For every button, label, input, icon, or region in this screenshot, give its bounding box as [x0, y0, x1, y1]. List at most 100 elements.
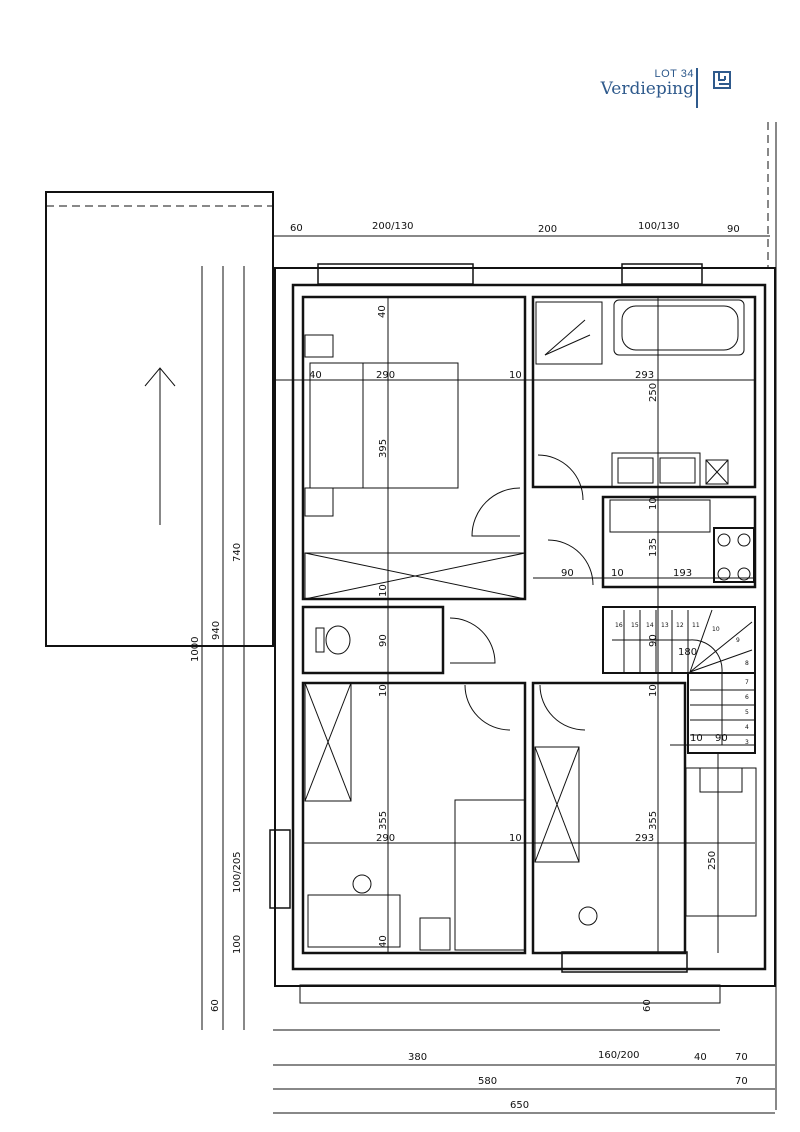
dim-label: 40 — [309, 370, 322, 381]
dim-label: 90 — [715, 733, 728, 744]
dim-label: 290 — [376, 370, 395, 381]
dimension-labels-left: 1000 940 740 100/205 100 60 — [190, 543, 243, 1012]
window — [621, 263, 703, 285]
dim-label: 60 — [290, 223, 303, 234]
dim-label: 355 — [378, 811, 389, 830]
dim-label: 290 — [376, 833, 395, 844]
roof-terrace — [45, 191, 274, 647]
step-number: 3 — [745, 739, 749, 746]
dim-label: 90 — [648, 634, 659, 647]
step-number: 16 — [615, 622, 623, 629]
stair-upper — [602, 606, 756, 674]
desk — [307, 894, 401, 948]
door — [449, 617, 496, 664]
dim-label: 90 — [378, 634, 389, 647]
dim-label: 200 — [538, 224, 557, 235]
dimension-labels-bottom: 380 160/200 40 70 580 70 650 — [408, 1050, 748, 1111]
step-number: 14 — [646, 622, 654, 629]
door — [464, 684, 511, 731]
toilet — [301, 605, 445, 675]
step-number: 12 — [676, 622, 684, 629]
dim-label: 70 — [735, 1052, 748, 1063]
dim-label: 293 — [635, 833, 654, 844]
dim-label: 200/130 — [372, 221, 414, 232]
outer-wall — [274, 267, 776, 987]
wardrobe — [304, 682, 352, 802]
dim-label: 70 — [735, 1076, 748, 1087]
window — [269, 829, 291, 909]
wardrobe — [534, 746, 580, 863]
dim-label: 90 — [727, 224, 740, 235]
step-number: 13 — [661, 622, 669, 629]
dim-label: 10 — [690, 733, 703, 744]
dim-label: 1000 — [190, 637, 201, 662]
dim-label: 10 — [378, 684, 389, 697]
dim-label: 10 — [648, 684, 659, 697]
dim-label: 940 — [211, 621, 222, 640]
stair-step-numbers: 16 15 14 13 12 11 10 9 8 7 6 5 4 3 — [615, 622, 749, 746]
header-divider — [696, 68, 698, 108]
dim-label: 40 — [378, 935, 389, 948]
step-number: 6 — [745, 694, 749, 701]
plan-lines — [45, 122, 777, 1114]
door — [539, 684, 586, 731]
bed — [454, 799, 526, 951]
dim-label: 355 — [648, 811, 659, 830]
step-number: 11 — [692, 622, 700, 629]
bedroom-1 — [301, 295, 527, 601]
dimension-labels-rooms: 40 40 290 10 293 250 395 10 135 90 10 19… — [309, 305, 728, 1012]
dimension-labels-top: 60 200/130 200 100/130 90 — [290, 221, 740, 235]
bed — [362, 362, 459, 489]
dim-label: 60 — [642, 999, 653, 1012]
door — [471, 487, 521, 537]
dim-label: 740 — [232, 543, 243, 562]
dim-label: 40 — [377, 305, 388, 318]
step-number: 8 — [745, 660, 749, 667]
plan-header: LOT 34 Verdieping — [601, 68, 694, 98]
step-number: 7 — [745, 679, 749, 686]
step-number: 9 — [736, 637, 740, 644]
dim-label: 193 — [673, 568, 692, 579]
dim-label: 10 — [611, 568, 624, 579]
dim-label: 180 — [678, 647, 697, 658]
bedroom-2 — [301, 681, 527, 955]
dim-label: 100/130 — [638, 221, 680, 232]
door — [537, 454, 584, 501]
dim-label: 10 — [648, 497, 659, 510]
dim-label: 580 — [478, 1076, 497, 1087]
step-number: 4 — [745, 724, 749, 731]
sink-counter — [611, 452, 701, 488]
dim-label: 100 — [232, 935, 243, 954]
dim-label: 160/200 — [598, 1050, 640, 1061]
shower — [535, 301, 603, 365]
dim-label: 293 — [635, 370, 654, 381]
floorplan-icon — [713, 71, 731, 89]
dim-label: 10 — [509, 833, 522, 844]
counter — [609, 499, 711, 533]
wardrobe — [304, 552, 526, 600]
dim-label: 100/205 — [232, 851, 243, 893]
step-number: 10 — [712, 626, 720, 633]
window — [317, 263, 474, 285]
dim-label: 395 — [378, 439, 389, 458]
dim-label: 380 — [408, 1052, 427, 1063]
dim-label: 250 — [648, 383, 659, 402]
dim-label: 40 — [694, 1052, 707, 1063]
bedroom-3 — [531, 681, 687, 955]
dim-label: 650 — [510, 1100, 529, 1111]
washer-dryer — [713, 527, 755, 583]
dim-label: 10 — [509, 370, 522, 381]
dim-label: 90 — [561, 568, 574, 579]
lot-number: LOT 34 — [654, 68, 694, 80]
step-number: 15 — [631, 622, 639, 629]
toilet-bowl — [325, 625, 351, 655]
bathtub — [613, 299, 745, 356]
dim-label: 60 — [210, 999, 221, 1012]
floor-level: Verdieping — [600, 79, 694, 99]
dim-label: 10 — [378, 584, 389, 597]
bed — [685, 767, 757, 917]
door — [547, 539, 594, 586]
step-number: 5 — [745, 709, 749, 716]
dim-label: 135 — [648, 538, 659, 557]
